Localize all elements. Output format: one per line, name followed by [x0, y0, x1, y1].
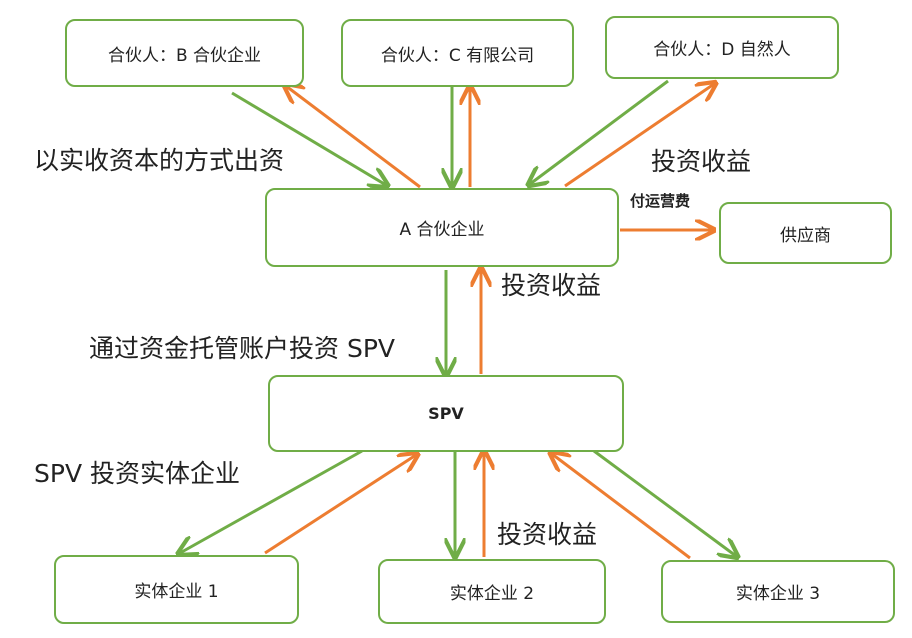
- node-spv: SPV: [268, 375, 624, 452]
- node-entity-1: 实体企业 1: [54, 555, 299, 624]
- arrow-spv-to-entity1: [180, 449, 363, 553]
- arrow-spv-to-entity3: [593, 449, 736, 556]
- node-a-partnership: A 合伙企业: [265, 188, 619, 267]
- label-capital-contribution: 以实收资本的方式出资: [34, 146, 285, 175]
- node-partner-c: 合伙人：C 有限公司: [341, 19, 574, 87]
- label-investment-return-bottom: 投资收益: [497, 520, 598, 549]
- arrow-d-to-a: [530, 79, 669, 184]
- arrow-b-to-a: [231, 91, 386, 185]
- label-investment-return-mid: 投资收益: [501, 271, 602, 300]
- node-supplier: 供应商: [719, 202, 892, 264]
- arrow-entity1-to-spv: [264, 455, 416, 555]
- label-custody-account: 通过资金托管账户投资 SPV: [89, 334, 395, 363]
- label-spv-invest: SPV 投资实体企业: [34, 459, 240, 488]
- label-investment-return-top: 投资收益: [651, 147, 752, 176]
- label-operating-fee: 付运营费: [630, 192, 691, 210]
- node-partner-b: 合伙人：B 合伙企业: [65, 19, 304, 87]
- node-entity-2: 实体企业 2: [378, 559, 606, 624]
- node-entity-3: 实体企业 3: [661, 560, 895, 623]
- arrow-a-to-d: [564, 84, 714, 188]
- node-partner-d: 合伙人：D 自然人: [605, 16, 839, 79]
- arrow-entity3-to-spv: [552, 454, 691, 560]
- arrow-a-to-b: [286, 86, 421, 189]
